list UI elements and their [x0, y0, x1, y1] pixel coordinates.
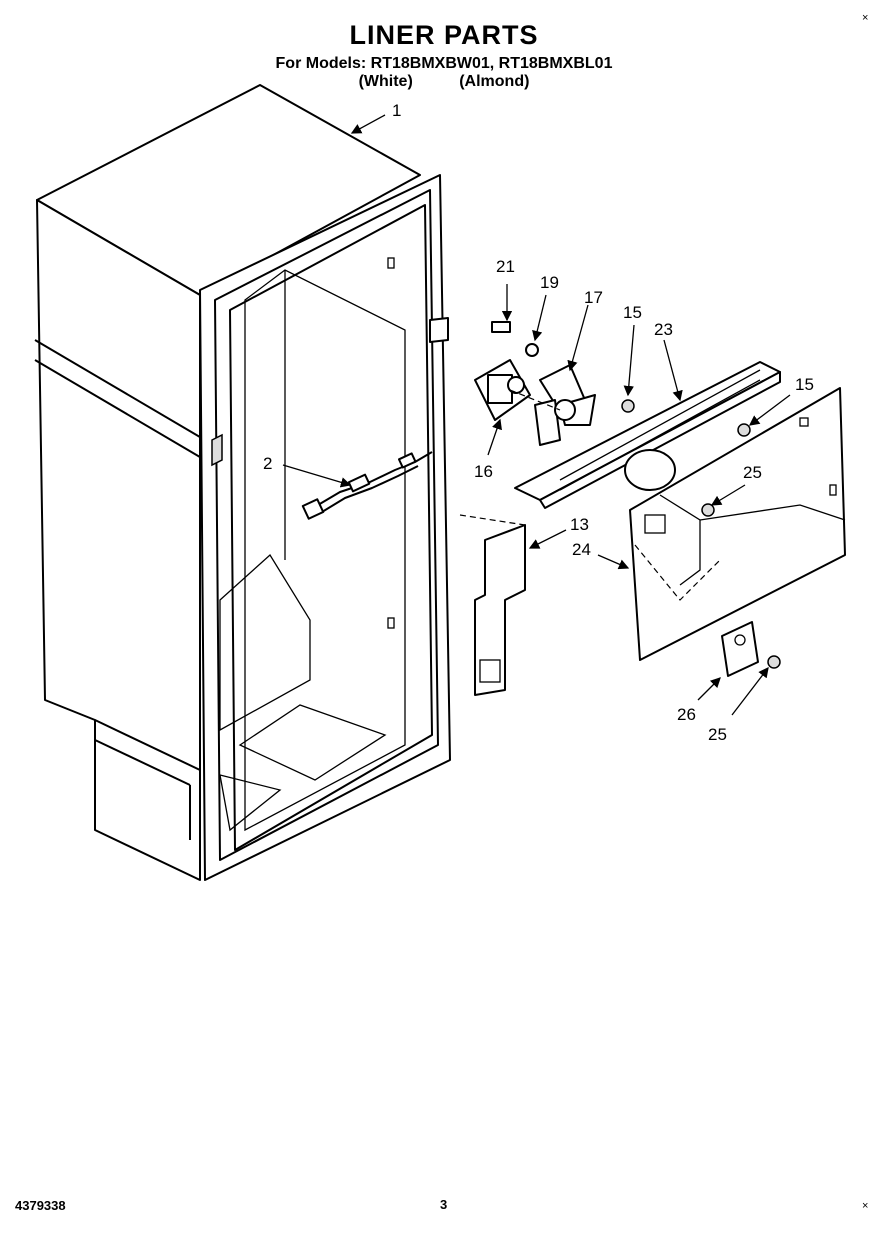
callout-19: 19	[540, 273, 559, 292]
callout-21: 21	[496, 257, 515, 276]
part-cover-plate	[721, 621, 759, 677]
callout-25-lower: 25	[708, 725, 727, 744]
callout-leaders	[282, 114, 791, 716]
callout-labels: 1 2 13 15 15 16 17 19 21 23 24 25 25 26	[263, 101, 814, 744]
part-liner-cabinet	[34, 84, 451, 881]
callout-15-upper: 15	[623, 303, 642, 322]
callout-25-upper: 25	[743, 463, 762, 482]
callout-24: 24	[572, 540, 591, 559]
page-title: LINER PARTS	[349, 20, 539, 50]
model-list: For Models: RT18BMXBW01, RT18BMXBL01	[275, 55, 613, 72]
callout-13: 13	[570, 515, 589, 534]
finish-white: (White)	[358, 73, 413, 90]
document-number: 4379338	[15, 1198, 66, 1213]
callout-15-right: 15	[795, 375, 814, 394]
callout-23: 23	[654, 320, 673, 339]
callout-26: 26	[677, 705, 696, 724]
part-fan-motor-assembly	[474, 321, 596, 446]
corner-mark-top-right: ×	[862, 12, 869, 24]
finish-labels: (White) (Almond)	[0, 73, 888, 91]
part-back-panel	[629, 387, 846, 661]
finish-almond: (Almond)	[459, 73, 530, 90]
part-duct-cover	[459, 514, 526, 696]
callout-2: 2	[263, 454, 272, 473]
callout-17: 17	[584, 288, 603, 307]
corner-mark-bottom-right: ×	[862, 1200, 869, 1212]
part-evaporator-cover	[514, 361, 781, 509]
part-wire-harness	[301, 451, 433, 520]
screws	[621, 399, 781, 669]
callout-1: 1	[392, 101, 401, 120]
page-number: 3	[440, 1197, 448, 1212]
callout-16: 16	[474, 462, 493, 481]
